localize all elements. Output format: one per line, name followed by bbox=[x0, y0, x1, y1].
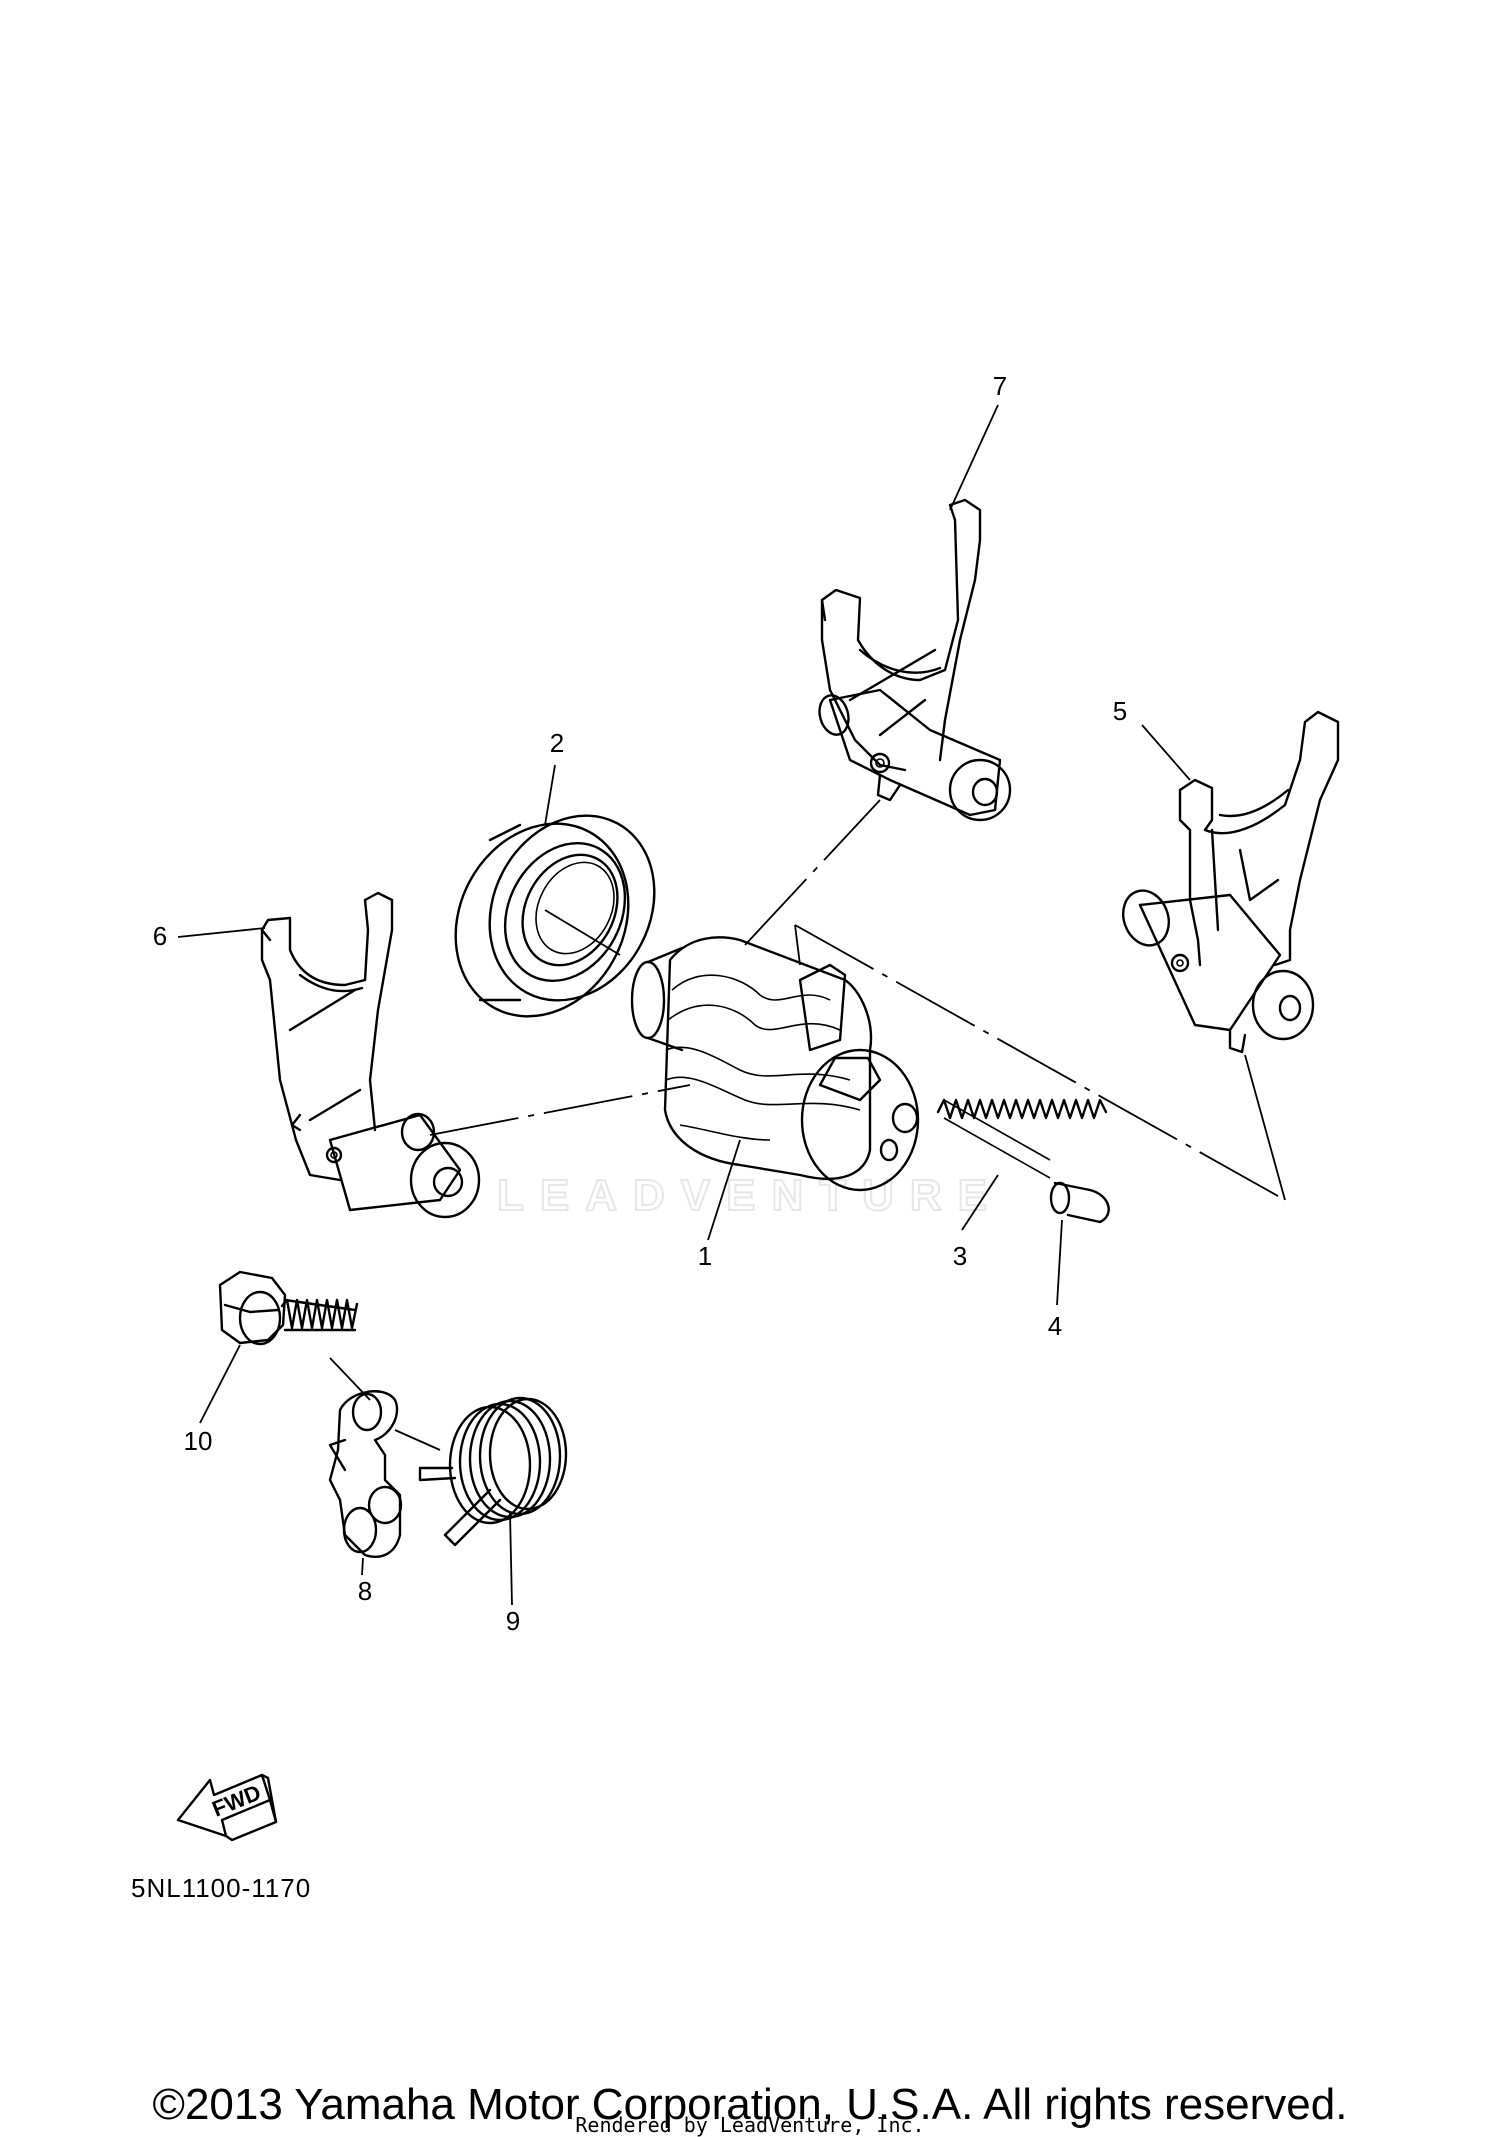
shift-fork-left[interactable] bbox=[260, 891, 481, 1219]
stopper-lever[interactable] bbox=[328, 1390, 403, 1558]
callout-7[interactable]: 7 bbox=[993, 371, 1007, 401]
drum-pin[interactable] bbox=[1049, 1181, 1110, 1224]
diagram-code: 5NL1100-1170 bbox=[131, 1873, 312, 1903]
shift-fork-top[interactable] bbox=[815, 498, 1012, 822]
callout-leaders bbox=[177, 404, 1191, 1606]
callout-10[interactable]: 10 bbox=[184, 1426, 213, 1456]
fwd-arrow-icon: FWD bbox=[176, 1773, 278, 1842]
callout-9[interactable]: 9 bbox=[506, 1606, 520, 1636]
drum-spring[interactable] bbox=[936, 1098, 1108, 1179]
copyright-notice: ©2013 Yamaha Motor Corporation, U.S.A. A… bbox=[152, 2080, 1348, 2129]
callout-4[interactable]: 4 bbox=[1048, 1311, 1062, 1341]
callout-3[interactable]: 3 bbox=[953, 1241, 967, 1271]
callout-2[interactable]: 2 bbox=[550, 728, 564, 758]
callout-8[interactable]: 8 bbox=[358, 1576, 372, 1606]
watermark: LEADVENTURE bbox=[497, 1171, 1003, 1220]
stopper-spring[interactable] bbox=[418, 1396, 568, 1547]
shift-fork-right[interactable] bbox=[1116, 710, 1340, 1054]
shift-cam-drum[interactable] bbox=[630, 936, 920, 1192]
assembly-lines bbox=[329, 799, 1286, 1451]
callout-numbers: 1 2 3 4 5 6 7 8 9 10 bbox=[153, 371, 1127, 1636]
callout-5[interactable]: 5 bbox=[1113, 696, 1127, 726]
bolt[interactable] bbox=[218, 1270, 359, 1346]
bearing[interactable] bbox=[423, 787, 686, 1047]
callout-1[interactable]: 1 bbox=[698, 1241, 712, 1271]
callout-6[interactable]: 6 bbox=[153, 921, 167, 951]
rendered-by-notice: Rendered by LeadVenture, Inc. bbox=[575, 2113, 925, 2137]
